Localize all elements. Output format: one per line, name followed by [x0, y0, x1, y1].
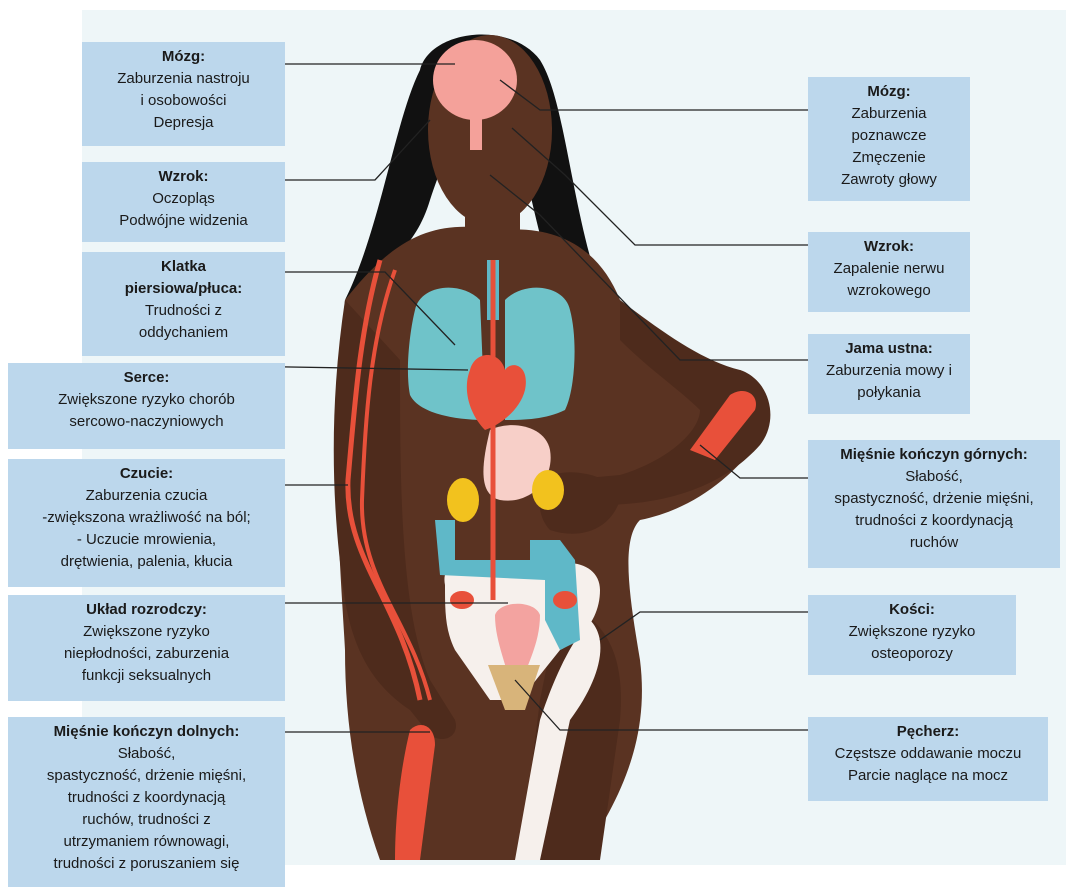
label-bladder: Pęcherz: Częstsze oddawanie moczu Parcie… — [808, 717, 1048, 801]
label-title: piersiowa/płuca: — [88, 278, 279, 300]
label-line: Trudności z — [88, 300, 279, 322]
label-reproductive: Układ rozrodczy: Zwiększone ryzyko niepł… — [8, 595, 285, 701]
label-title: Jama ustna: — [814, 338, 964, 360]
label-line: Zwiększone ryzyko chorób — [14, 389, 279, 411]
label-title: Kości: — [814, 599, 1010, 621]
label-line: trudności z koordynacją — [14, 787, 279, 809]
label-brain-left: Mózg: Zaburzenia nastroju i osobowości D… — [82, 42, 285, 146]
label-line: -zwiększona wrażliwość na ból; — [14, 507, 279, 529]
label-vision-right: Wzrok: Zapalenie nerwu wzrokowego — [808, 232, 970, 312]
label-line: niepłodności, zaburzenia — [14, 643, 279, 665]
label-line: Zaburzenia — [814, 103, 964, 125]
right-ovary — [553, 591, 577, 609]
label-heart: Serce: Zwiększone ryzyko chorób sercowo-… — [8, 363, 285, 449]
label-sensation: Czucie: Zaburzenia czucia -zwiększona wr… — [8, 459, 285, 587]
label-vision-left: Wzrok: Oczopląs Podwójne widzenia — [82, 162, 285, 242]
label-line: Depresja — [88, 112, 279, 134]
label-title: Wzrok: — [814, 236, 964, 258]
label-line: Zaburzenia nastroju — [88, 68, 279, 90]
label-title: Wzrok: — [88, 166, 279, 188]
label-line: drętwienia, palenia, kłucia — [14, 551, 279, 573]
label-line: sercowo-naczyniowych — [14, 411, 279, 433]
label-title: Serce: — [14, 367, 279, 389]
label-line: Zaburzenia czucia — [14, 485, 279, 507]
label-line: spastyczność, drżenie mięśni, — [814, 488, 1054, 510]
left-kidney — [447, 478, 479, 522]
label-line: Zwiększone ryzyko — [814, 621, 1010, 643]
label-line: ruchów — [814, 532, 1054, 554]
label-line: Podwójne widzenia — [88, 210, 279, 232]
label-line: spastyczność, drżenie mięśni, — [14, 765, 279, 787]
label-title: Czucie: — [14, 463, 279, 485]
label-chest: Klatka piersiowa/płuca: Trudności z oddy… — [82, 252, 285, 356]
label-upper-limbs: Mięśnie kończyn górnych: Słabość, spasty… — [808, 440, 1060, 568]
label-line: poznawcze — [814, 125, 964, 147]
label-line: ruchów, trudności z — [14, 809, 279, 831]
left-ovary — [450, 591, 474, 609]
right-kidney — [532, 470, 564, 510]
label-title: Mięśnie kończyn dolnych: — [14, 721, 279, 743]
label-bones: Kości: Zwiększone ryzyko osteoporozy — [808, 595, 1016, 675]
brainstem — [470, 110, 482, 150]
label-line: Zwiększone ryzyko — [14, 621, 279, 643]
label-title: Mózg: — [88, 46, 279, 68]
label-line: połykania — [814, 382, 964, 404]
label-mouth: Jama ustna: Zaburzenia mowy i połykania — [808, 334, 970, 414]
label-title: Mięśnie kończyn górnych: — [814, 444, 1054, 466]
label-line: Oczopląs — [88, 188, 279, 210]
neck — [465, 200, 520, 260]
label-line: i osobowości — [88, 90, 279, 112]
label-line: Zapalenie nerwu — [814, 258, 964, 280]
label-lower-limbs: Mięśnie kończyn dolnych: Słabość, spasty… — [8, 717, 285, 887]
label-line: utrzymaniem równowagi, — [14, 831, 279, 853]
label-title: Układ rozrodczy: — [14, 599, 279, 621]
label-title: Mózg: — [814, 81, 964, 103]
label-title: Pęcherz: — [814, 721, 1042, 743]
label-line: Słabość, — [14, 743, 279, 765]
label-brain-right: Mózg: Zaburzenia poznawcze Zmęczenie Zaw… — [808, 77, 970, 201]
label-line: - Uczucie mrowienia, — [14, 529, 279, 551]
label-line: osteoporozy — [814, 643, 1010, 665]
label-line: Częstsze oddawanie moczu — [814, 743, 1042, 765]
label-line: Zaburzenia mowy i — [814, 360, 964, 382]
label-line: trudności z poruszaniem się — [14, 853, 279, 875]
label-title: Klatka — [88, 256, 279, 278]
label-line: funkcji seksualnych — [14, 665, 279, 687]
label-line: oddychaniem — [88, 322, 279, 344]
label-line: Zmęczenie — [814, 147, 964, 169]
label-line: wzrokowego — [814, 280, 964, 302]
brain — [433, 40, 517, 120]
label-line: Parcie naglące na mocz — [814, 765, 1042, 787]
label-line: trudności z koordynacją — [814, 510, 1054, 532]
label-line: Zawroty głowy — [814, 169, 964, 191]
label-line: Słabość, — [814, 466, 1054, 488]
